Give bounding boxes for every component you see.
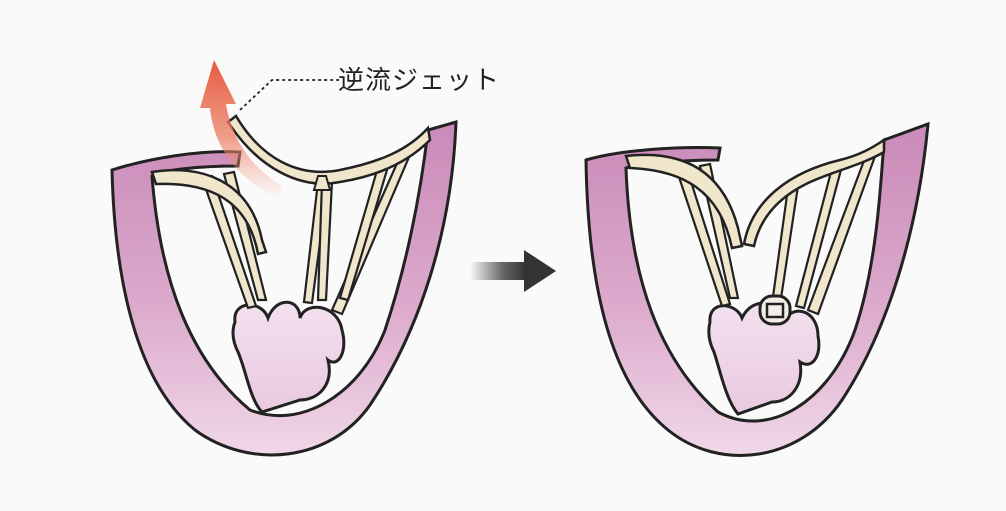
clip-device-icon xyxy=(760,296,790,324)
leaflet-anterior-right xyxy=(744,140,884,246)
heart-before xyxy=(112,60,456,455)
regurgitant-jet-label: 逆流ジェット xyxy=(338,60,500,97)
right-arrow-icon xyxy=(470,250,556,292)
jet-leader-line xyxy=(240,80,340,110)
papillary-muscle-left xyxy=(233,302,344,412)
heart-after xyxy=(586,124,928,455)
